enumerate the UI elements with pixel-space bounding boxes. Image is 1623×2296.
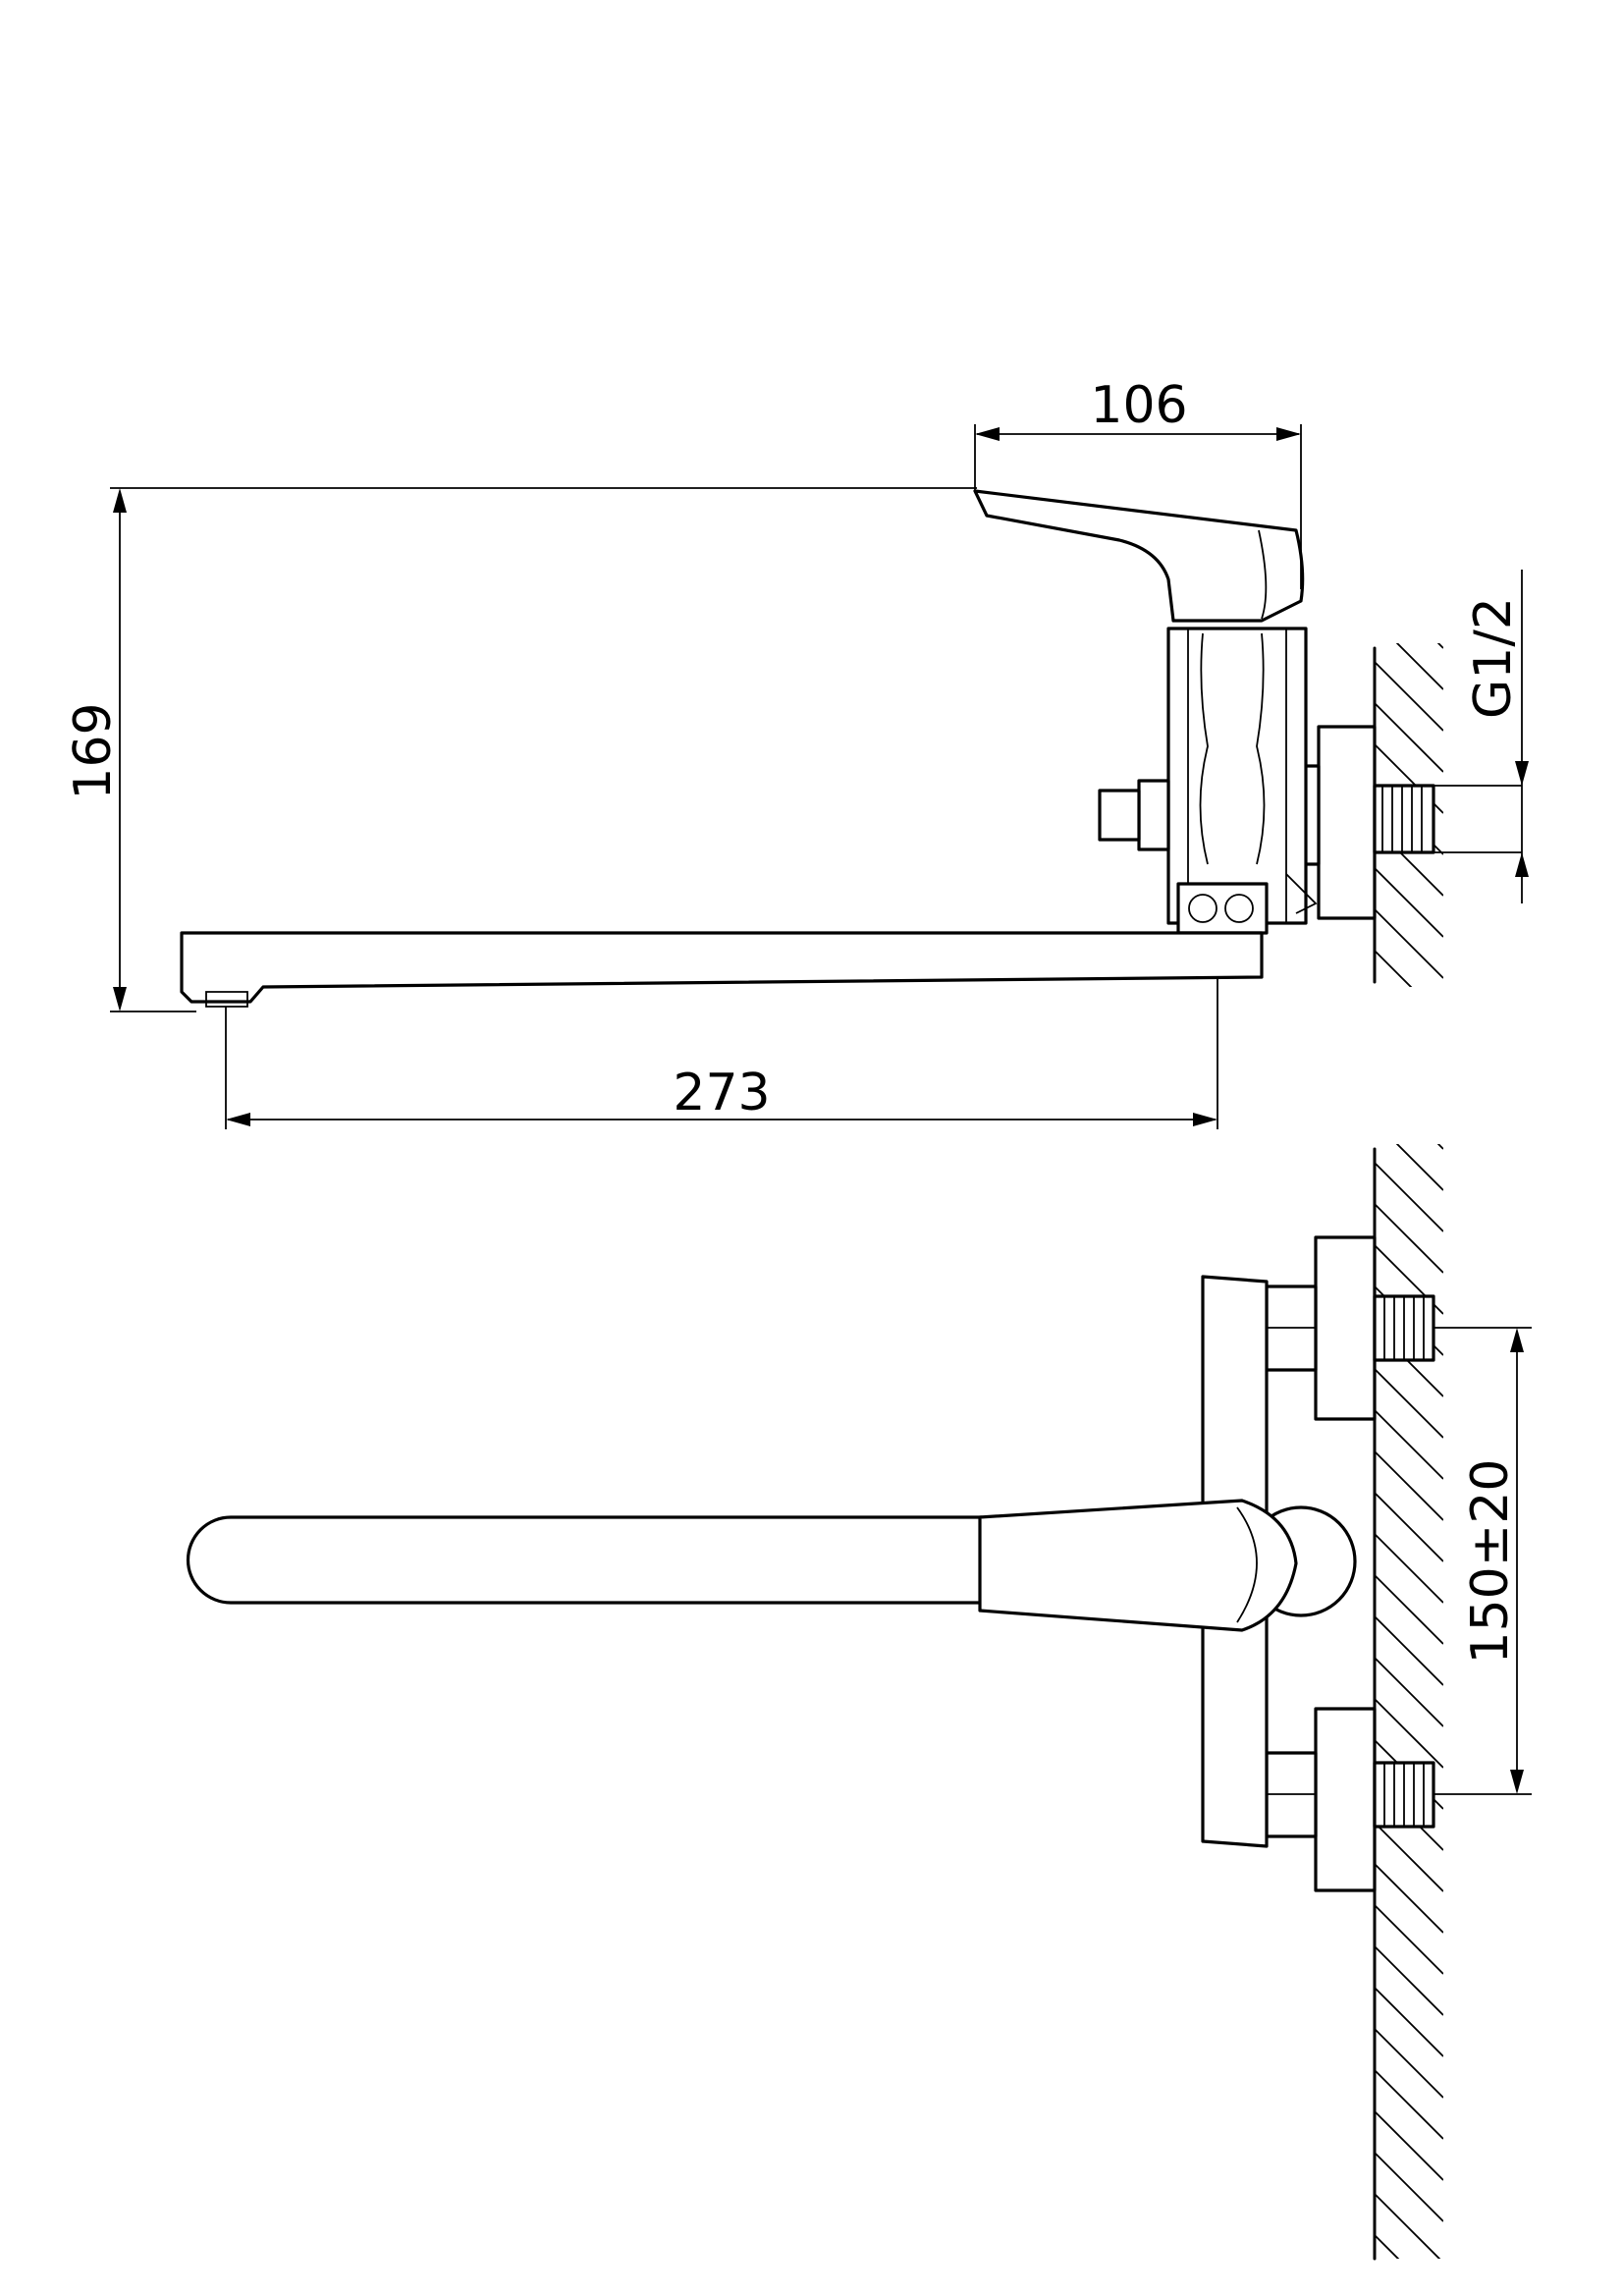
hatch-line xyxy=(1375,1492,1443,1562)
hatch-line xyxy=(1436,643,1443,649)
hatch-line xyxy=(1375,1409,1443,1480)
dimension-height: 169 xyxy=(59,487,977,1012)
hatch-line xyxy=(1375,661,1443,732)
hatch-line xyxy=(1395,1144,1443,1191)
hatch-line xyxy=(1375,908,1443,979)
dimension-label-spout-reach: 273 xyxy=(673,1064,770,1122)
wall-flange-top xyxy=(1274,725,1522,920)
dimension-label-top-width: 106 xyxy=(1090,376,1187,435)
hatch-line xyxy=(1375,702,1443,773)
hatch-line xyxy=(1375,1822,1443,1892)
hatch-line xyxy=(1375,1904,1443,1975)
lower-connector-plan xyxy=(1265,1707,1532,1892)
hatch-line xyxy=(1375,2028,1443,2099)
spout-plan xyxy=(186,1515,984,1605)
hatch-line xyxy=(1375,1450,1443,1521)
hatch-line xyxy=(1375,2152,1443,2222)
spout-side xyxy=(180,931,1264,1008)
side-view: 169 106 G1/2 273 xyxy=(59,371,1529,1129)
valve-body-side xyxy=(1098,627,1308,925)
hatch-line xyxy=(1375,2193,1441,2259)
dimension-label-center-distance: 150±20 xyxy=(1461,1459,1520,1665)
lever-handle-side xyxy=(973,489,1305,623)
hatch-line xyxy=(1436,1144,1443,1150)
hatch-line xyxy=(1375,1574,1443,1645)
dimension-label-height: 169 xyxy=(64,702,123,799)
wall-bottom xyxy=(1373,1144,1443,2261)
hatch-line xyxy=(1375,1615,1443,1686)
lever-handle-plan xyxy=(978,1499,1298,1632)
hatch-line xyxy=(1395,643,1443,690)
diverter-side xyxy=(1176,873,1318,935)
hatch-line xyxy=(1375,1533,1443,1604)
hatch-line xyxy=(1375,1203,1443,1274)
hatch-line xyxy=(1375,1945,1443,2016)
hatch-line xyxy=(1375,1987,1443,2057)
hatch-line xyxy=(1375,1368,1443,1439)
plan-view: 150±20 xyxy=(186,1144,1532,2261)
hatch-line xyxy=(1375,2069,1443,2140)
hatch-line xyxy=(1375,2110,1443,2181)
hatch-line xyxy=(1375,2234,1400,2259)
hatch-line xyxy=(1375,950,1413,987)
dimension-label-thread: G1/2 xyxy=(1464,597,1523,719)
hatch-line xyxy=(1375,1657,1443,1727)
hatch-line xyxy=(1375,867,1443,938)
dimension-center-distance: 150±20 xyxy=(1456,1328,1525,1794)
hatch-line xyxy=(1375,1698,1443,1769)
dimension-spout-reach: 273 xyxy=(225,977,1218,1129)
hatch-line xyxy=(1375,1863,1443,1934)
dimension-thread: G1/2 xyxy=(1459,570,1529,903)
hatch-line xyxy=(1375,1162,1443,1232)
upper-connector-plan xyxy=(1265,1235,1532,1421)
dimension-top-width: 106 xyxy=(974,371,1302,589)
